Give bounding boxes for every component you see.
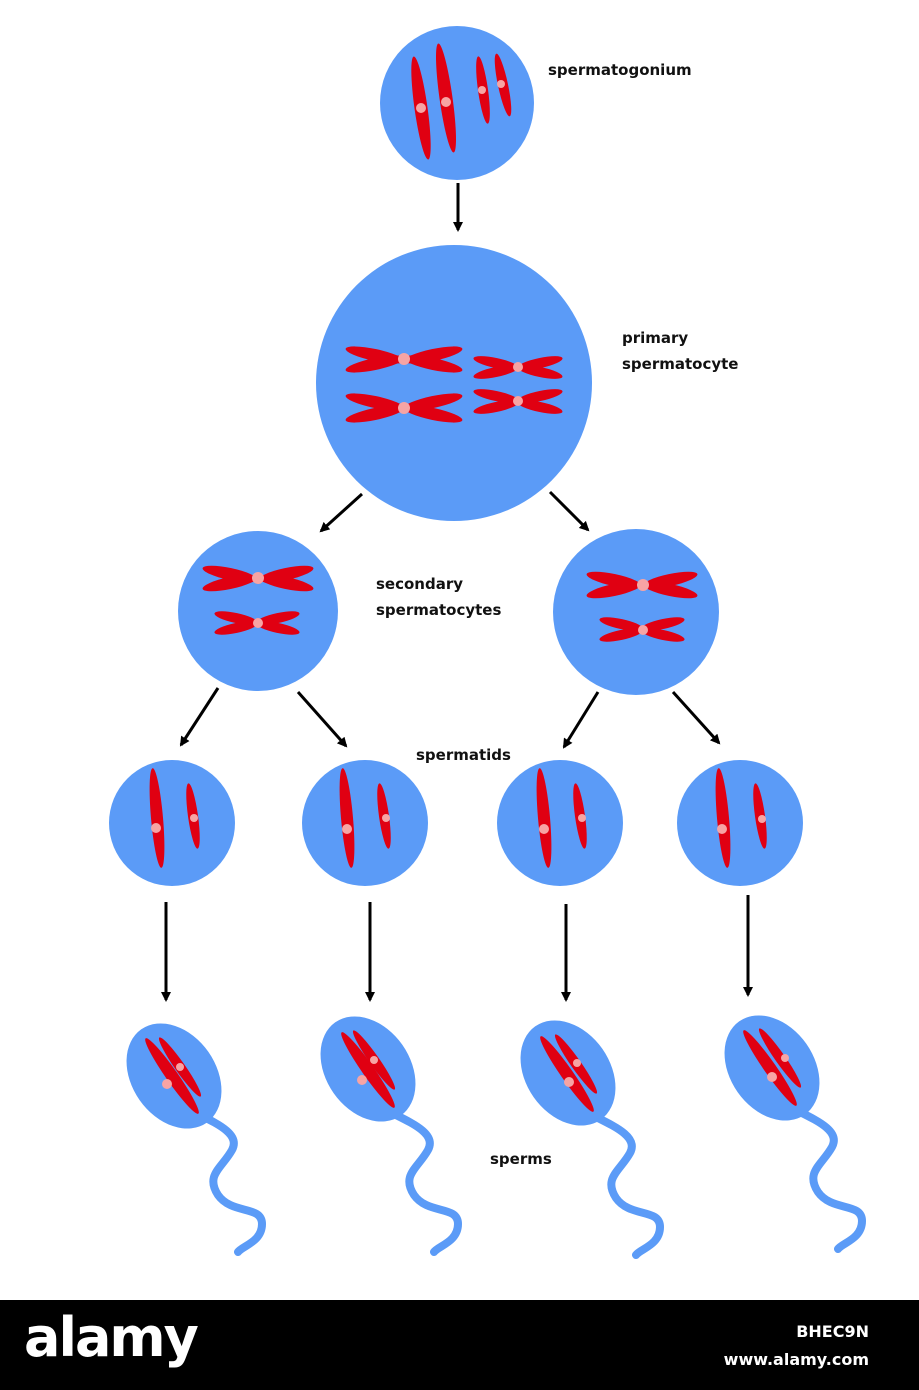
chromosome [435, 43, 457, 153]
sperms-text: sperms [490, 1150, 552, 1168]
secondary-spermatocyte-cell-right [553, 529, 719, 695]
chromosome [494, 53, 512, 117]
chromosome-pair [345, 393, 463, 423]
arrow [562, 691, 600, 749]
sperm [126, 1023, 267, 1256]
sperm [320, 1016, 463, 1256]
arrow [179, 687, 220, 747]
spermatids-label: spermatids [416, 742, 511, 768]
spermatid-cell [302, 760, 428, 886]
chromosome [476, 56, 490, 124]
spermatid-cell [497, 760, 623, 886]
sperms-label: sperms [490, 1146, 552, 1172]
secondary-label-line2: spermatocytes [376, 601, 502, 619]
spermatids-text: spermatids [416, 746, 511, 764]
arrow [319, 492, 364, 533]
spermatid-cell [109, 760, 235, 886]
secondary-spermatocyte-cell-left [178, 531, 338, 691]
chromosome-pair [599, 617, 685, 642]
watermark-footer: alamy BHEC9N www.alamy.com [0, 1300, 919, 1390]
spermatogenesis-diagram [109, 26, 867, 1259]
primary-label-line2: spermatocyte [622, 355, 739, 373]
primary-label-line1: primary [622, 329, 689, 347]
alamy-logo: alamy [24, 1306, 199, 1369]
primary-spermatocyte-label: primary spermatocyte [622, 325, 738, 377]
chromosome-pair [473, 356, 563, 379]
chromosome-pair [214, 611, 300, 635]
site-url: www.alamy.com [723, 1350, 869, 1369]
secondary-spermatocytes-label: secondary spermatocytes [376, 571, 501, 623]
spermatogonium-text: spermatogonium [548, 61, 692, 79]
arrow [296, 691, 348, 748]
chromosome [411, 56, 431, 160]
secondary-label-line1: secondary [376, 575, 464, 593]
arrow [548, 490, 590, 532]
sperm [724, 1015, 867, 1253]
spermatogonium-label: spermatogonium [548, 57, 692, 83]
primary-spermatocyte-cell [316, 245, 592, 521]
chromosome-pair [473, 389, 563, 414]
sperm [520, 1020, 665, 1259]
chromosome-pair [202, 565, 314, 592]
spermatid-cell [677, 760, 803, 886]
arrow [671, 690, 721, 745]
chromosome-pair [345, 346, 463, 373]
spermatogonium-cell [380, 26, 534, 180]
image-id: BHEC9N [796, 1322, 869, 1341]
chromosome-pair [586, 571, 698, 599]
